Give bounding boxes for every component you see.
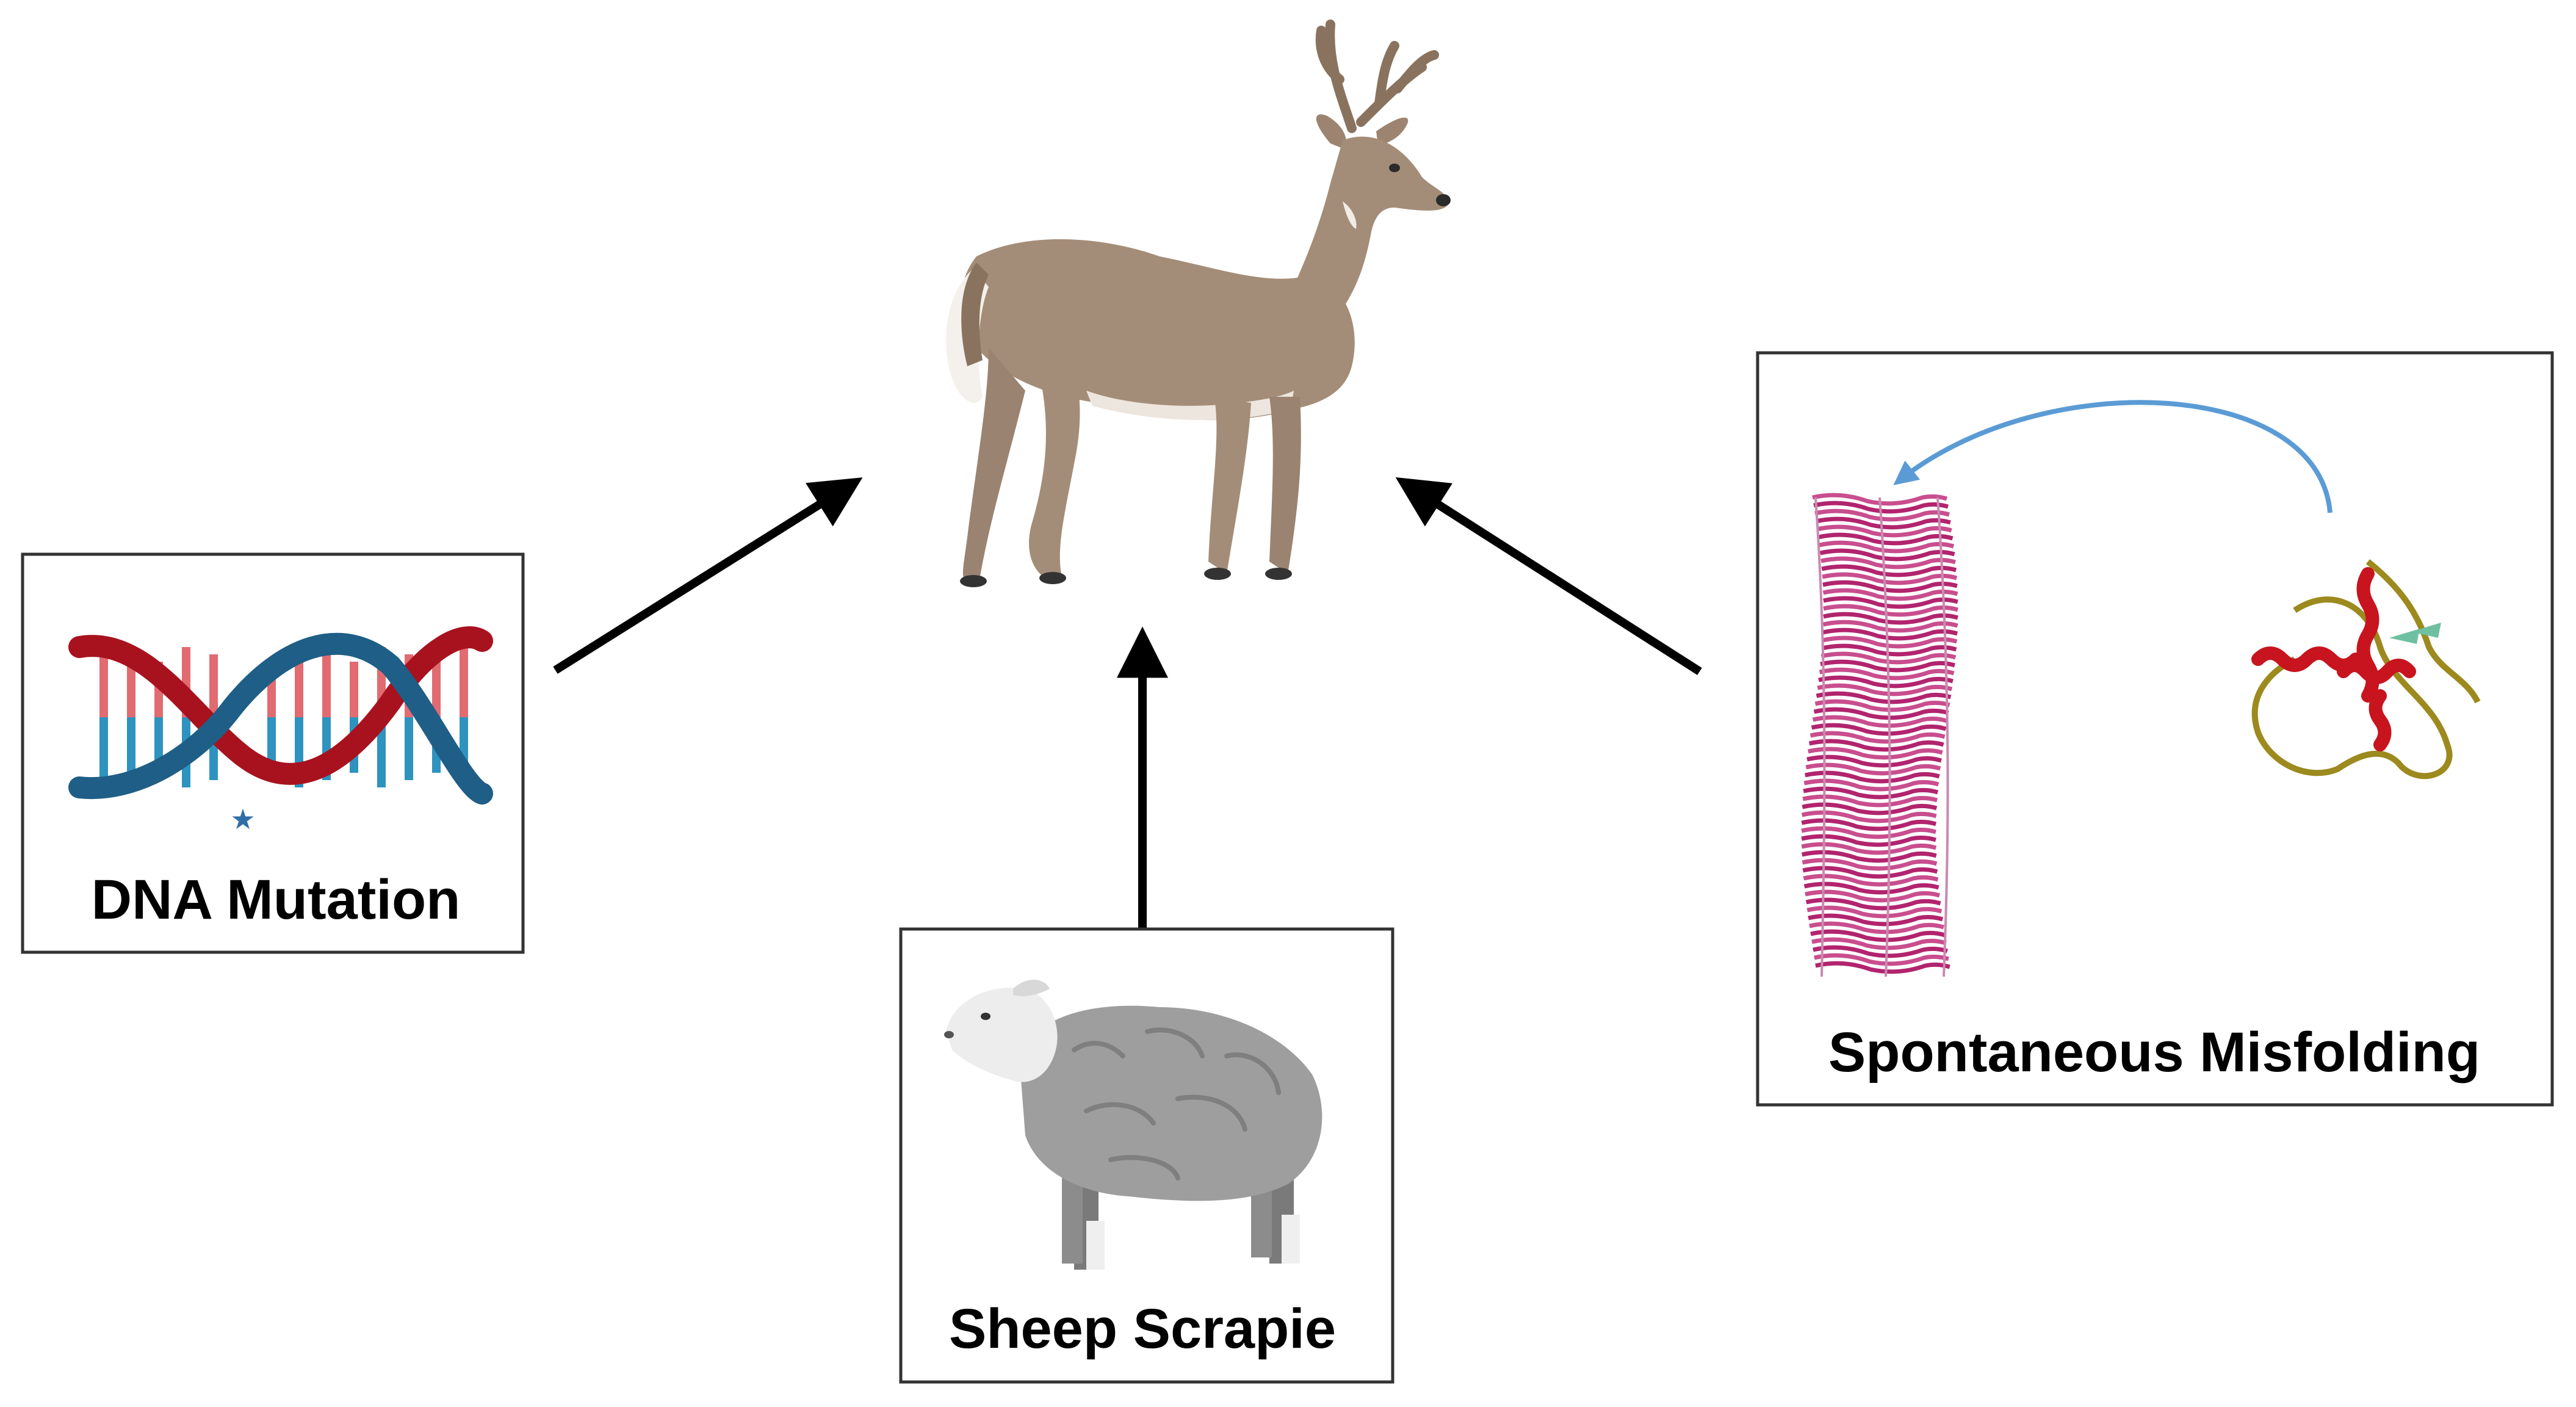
spontaneous-misfolding-box: Spontaneous Misfolding [1756, 351, 2554, 1107]
spontaneous-misfolding-label: Spontaneous Misfolding [1828, 1021, 2480, 1083]
arrow-dna-to-deer [553, 477, 863, 674]
dna-helix-icon: ★ [68, 626, 493, 836]
deer-icon [946, 20, 1451, 587]
native-prion-protein-icon [2251, 559, 2481, 779]
sheep-icon [944, 980, 1322, 1270]
mutation-star-icon: ★ [230, 803, 255, 836]
sheep-scrapie-box: Sheep Scrapie [899, 927, 1394, 1384]
amyloid-fibril-icon [1801, 493, 1959, 977]
misfolding-curve-arrow [1893, 400, 2332, 513]
dna-mutation-box: ★ DNA Mutation [21, 552, 525, 954]
protein-misfolding-icon [1801, 400, 2481, 977]
sheep-scrapie-label: Sheep Scrapie [949, 1298, 1336, 1360]
arrow-misfolding-to-deer [1395, 477, 1702, 675]
dna-mutation-label: DNA Mutation [92, 869, 461, 931]
